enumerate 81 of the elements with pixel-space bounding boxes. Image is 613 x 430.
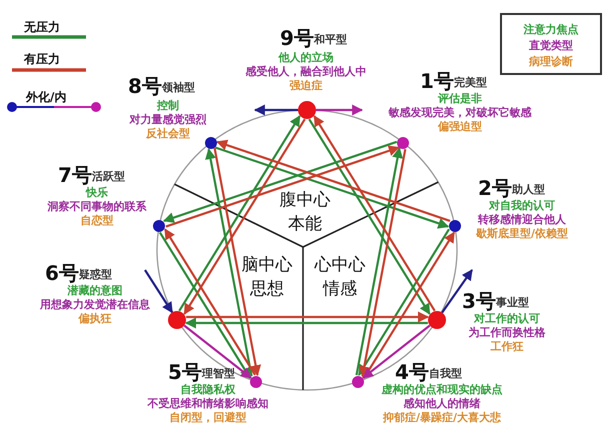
point-dot [168, 311, 186, 329]
type-number: 8号 [128, 74, 162, 98]
center-label: 腹中心 [280, 189, 330, 211]
type-name: 和平型 [314, 33, 347, 47]
intuition-text: 用想象力发觉潜在信息 [40, 298, 150, 311]
type-name: 疑惑型 [79, 268, 112, 282]
pathology-text: 强迫症 [290, 79, 322, 92]
type-number: 2号 [478, 176, 512, 200]
type-number: 6号 [45, 261, 79, 285]
pathology-text: 自恋型 [80, 214, 114, 227]
arrow [158, 232, 251, 379]
center-label: 脑中心 [242, 254, 292, 276]
arrow [216, 140, 450, 222]
type-number: 1号 [420, 69, 454, 93]
type-name: 完美型 [454, 76, 487, 90]
focus-text: 对工作的认可 [474, 312, 540, 325]
legend-text: 外化/内 [26, 90, 66, 104]
center-label: 本能 [288, 213, 322, 235]
point-dot [428, 311, 446, 329]
point-dot [397, 136, 410, 149]
type-name: 领袖型 [162, 81, 195, 95]
arrow [184, 324, 252, 379]
focus-text: 他人的立场 [278, 51, 334, 64]
point-dot [204, 136, 217, 149]
type-name: 事业型 [496, 296, 529, 310]
center-label: 情感 [323, 278, 357, 300]
point-dot [448, 220, 461, 232]
pathology-text: 歇斯底里型/依赖型 [476, 227, 568, 240]
intuition-text: 对力量感觉强烈 [130, 113, 206, 126]
type-number: 7号 [58, 163, 92, 187]
arrow [185, 318, 428, 328]
focus-text: 对自我的认可 [489, 199, 555, 212]
arrow [214, 146, 450, 229]
legend-text: 有压力 [24, 52, 60, 66]
intuition-text: 为工作而换性格 [468, 326, 546, 339]
pathology-text: 偏执狂 [78, 312, 112, 325]
focus-text: 评估是非 [438, 92, 482, 105]
key-text: 注意力焦点 [524, 23, 578, 36]
arrow [164, 228, 256, 376]
point-dot [352, 376, 364, 388]
pathology-text: 工作狂 [490, 340, 524, 353]
intuition-text: 感知他人的情绪 [404, 397, 480, 410]
point-dot [153, 220, 166, 232]
intuition-text: 转移感情迎合他人 [478, 213, 566, 226]
center-label: 思想 [250, 278, 284, 300]
intuition-text: 不受思维和情绪影响感知 [148, 397, 268, 410]
arrow [441, 269, 473, 314]
pathology-text: 抑郁症/暴躁症/大喜大悲 [382, 411, 502, 424]
arrow [362, 324, 430, 379]
point-dot [250, 376, 262, 388]
type-number: 5号 [168, 360, 202, 384]
key-box [500, 13, 602, 75]
arrow [214, 148, 262, 376]
type-name: 活跃型 [92, 170, 125, 184]
type-number: 4号 [395, 360, 429, 384]
arrow [205, 148, 253, 376]
intuition-text: 洞察不同事物的联系 [48, 200, 146, 213]
key-text: 病理诊断 [529, 55, 573, 68]
intuition-text: 敏感发现完美，对破坏它敏感 [388, 106, 532, 119]
point-dot [298, 101, 316, 119]
focus-text: 控制 [157, 99, 179, 112]
key-text: 直觉类型 [529, 39, 573, 52]
focus-text: 自我隐私权 [180, 383, 236, 396]
type-name: 自我型 [429, 367, 462, 381]
pathology-text: 偏强迫型 [438, 120, 482, 133]
focus-text: 快乐 [86, 186, 108, 199]
pathology-text: 反社会型 [146, 127, 190, 140]
arrow [144, 269, 174, 314]
focus-text: 潜藏的意图 [68, 284, 122, 297]
type-name: 理智型 [202, 367, 235, 381]
type-number: 9号 [280, 26, 314, 50]
arrow [254, 104, 298, 116]
arrow [316, 104, 364, 116]
focus-text: 虚构的优点和现实的缺点 [382, 383, 502, 396]
type-number: 3号 [462, 289, 496, 313]
intuition-text: 感受他人，融合到他人中 [246, 65, 366, 78]
arrow [186, 312, 429, 322]
type-name: 助人型 [512, 183, 545, 197]
legend-text: 无压力 [24, 20, 60, 34]
center-label: 心中心 [314, 254, 366, 276]
pathology-text: 自闭型，回避型 [170, 411, 246, 424]
